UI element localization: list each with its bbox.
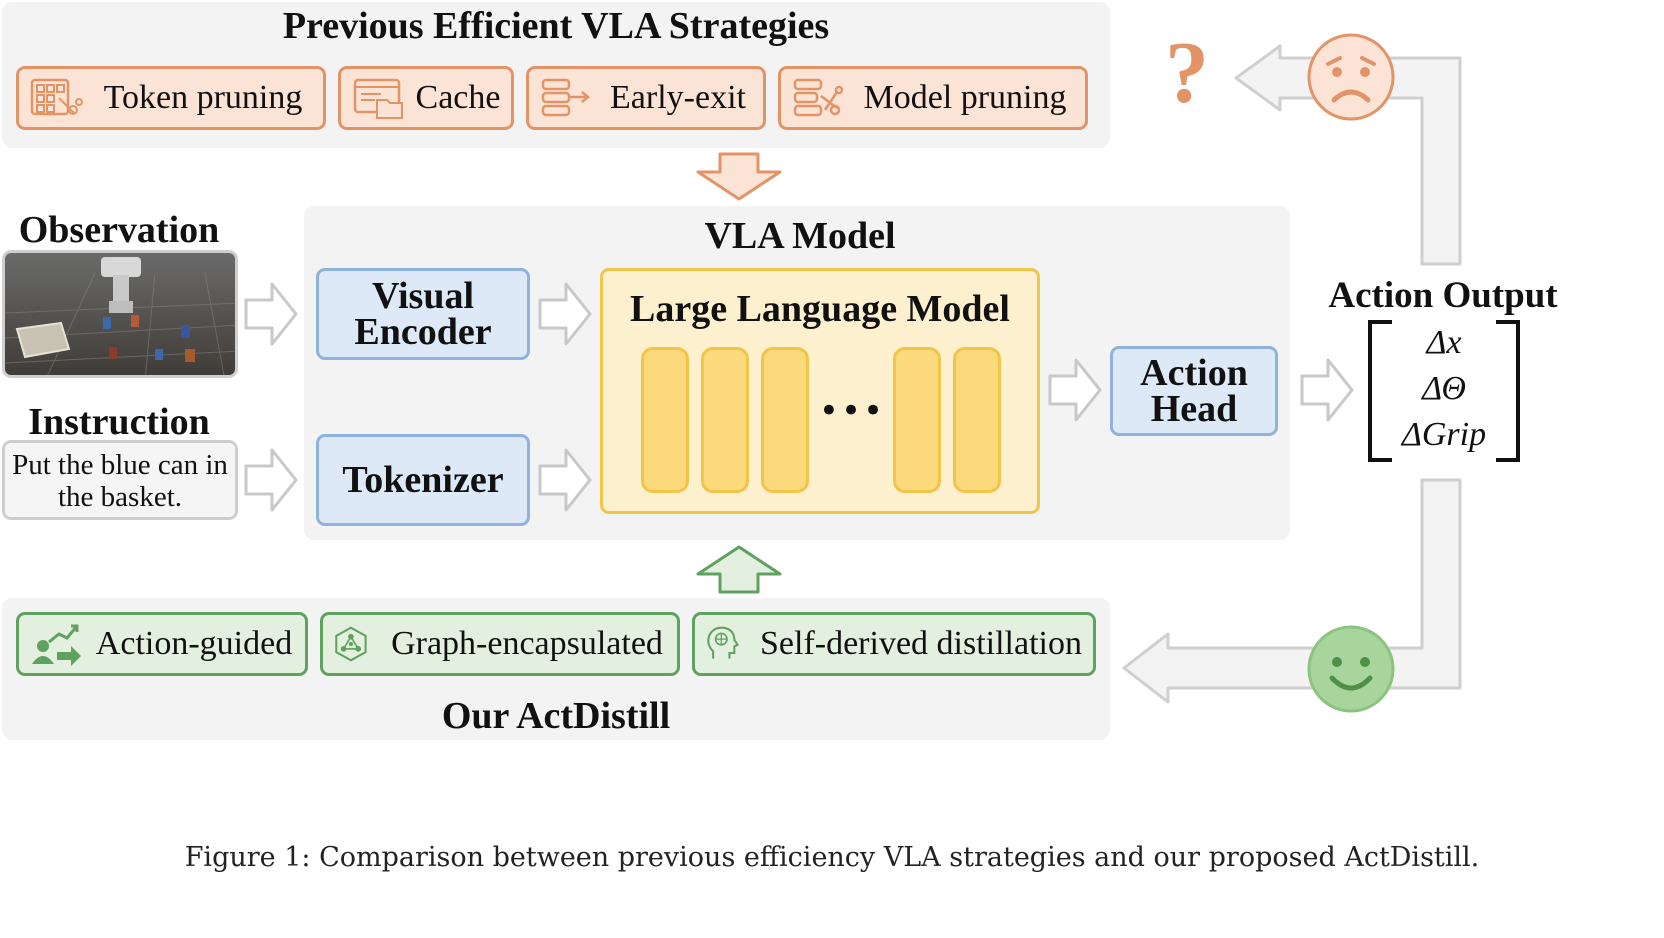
chip-graph-encapsulated-label: Graph-encapsulated [391,625,663,662]
chip-model-pruning: Model pruning [778,66,1088,130]
cache-window-icon [353,78,403,119]
sad-face-icon [1307,33,1395,121]
chip-model-pruning-label: Model pruning [863,79,1067,116]
chip-cache: Cache [338,66,514,130]
action-output-title: Action Output [1328,275,1558,316]
instruction-text: Put the blue can in the basket. [12,449,228,513]
feedback-loop-bottom [1122,478,1462,704]
arrow-obs-to-encoder [244,282,298,346]
chip-self-derived-distillation-label: Self-derived distillation [760,625,1082,662]
up-arrow-green [696,545,782,594]
llm-layer [953,347,1001,493]
chip-action-guided-label: Action-guided [95,625,293,662]
chip-graph-encapsulated: Graph-encapsulated [320,612,680,676]
chip-early-exit-label: Early-exit [610,79,746,116]
vla-model-title: VLA Model [704,215,896,257]
visual-encoder-label: Visual Encoder [354,275,492,353]
actdistill-title: Our ActDistill [441,695,671,737]
action-delta-grip: ΔGrip [1401,416,1487,453]
early-exit-icon [541,78,590,117]
arrow-tokenizer-to-llm [538,448,592,512]
arrow-llm-to-action-head [1048,358,1102,422]
llm-layer [641,347,689,493]
tokenizer-label: Tokenizer [342,459,504,501]
head-brain-icon [707,626,740,659]
output-bracket-left [1368,320,1392,462]
arrow-instr-to-tokenizer [244,448,298,512]
down-arrow-orange [696,152,782,201]
arrow-action-head-to-output [1300,358,1354,422]
llm-layer [701,347,749,493]
arrow-encoder-to-llm [538,282,592,346]
action-head-block: Action Head [1110,346,1278,436]
chip-early-exit: Early-exit [526,66,766,130]
llm-title: Large Language Model [630,288,1010,330]
chip-action-guided: Action-guided [16,612,308,676]
action-guided-icon [32,624,81,666]
llm-layer [893,347,941,493]
model-pruning-icon [793,78,844,117]
action-delta-x: Δx [1426,324,1462,361]
chip-token-pruning: Token pruning [16,66,326,130]
instruction-text-box: Put the blue can in the basket. [2,440,238,520]
question-mark: ? [1165,25,1209,122]
action-delta-theta: ΔΘ [1422,370,1466,407]
action-head-label: Action Head [1140,352,1248,430]
previous-strategies-title: Previous Efficient VLA Strategies [282,5,830,47]
llm-layer [761,347,809,493]
robot-scene-image [5,253,235,375]
happy-face-icon [1307,625,1395,713]
chip-token-pruning-label: Token pruning [103,79,303,116]
chip-self-derived-distillation: Self-derived distillation [692,612,1096,676]
llm-ellipsis: ••• [818,391,886,431]
observation-label: Observation [18,209,220,251]
graph-hexagon-icon [335,626,367,662]
instruction-label: Instruction [28,401,210,443]
observation-image [2,250,238,378]
chip-cache-label: Cache [415,79,501,116]
figure-caption: Figure 1: Comparison between previous ef… [184,842,1480,873]
visual-encoder-block: Visual Encoder [316,268,530,360]
tokenizer-block: Tokenizer [316,434,530,526]
token-pruning-icon [30,78,83,116]
output-bracket-right [1496,320,1520,462]
llm-block: Large Language Model ••• [600,268,1040,514]
